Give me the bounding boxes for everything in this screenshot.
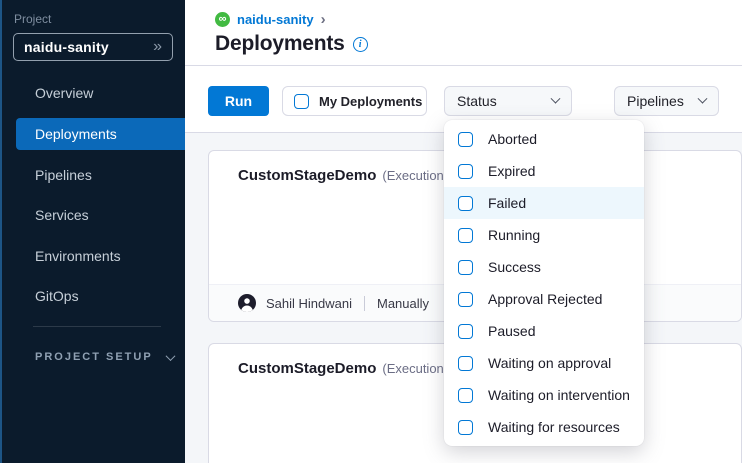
status-option-approval-rejected[interactable]: Approval Rejected: [444, 283, 644, 315]
sidebar-accent-bar: [0, 0, 2, 463]
trigger-type: Manually: [377, 295, 430, 311]
chevron-down-icon: [697, 93, 708, 104]
status-option-waiting-on-approval[interactable]: Waiting on approval: [444, 347, 644, 379]
divider: [364, 295, 365, 311]
status-dropdown-menu: Aborted Expired Failed Running Success A…: [444, 120, 644, 446]
status-option-label: Failed: [488, 195, 527, 211]
status-option-label: Paused: [488, 323, 536, 339]
sidebar-item-gitops[interactable]: GitOps: [35, 288, 79, 304]
sidebar: Project naidu-sanity » Overview Deployme…: [0, 0, 185, 463]
status-option-label: Waiting for resources: [488, 419, 620, 435]
breadcrumb: ∞ naidu-sanity ›: [215, 12, 326, 27]
title-row: Deployments i: [215, 32, 368, 56]
my-deployments-toggle[interactable]: My Deployments: [282, 86, 427, 116]
page-header: ∞ naidu-sanity › Deployments i: [185, 0, 742, 66]
expand-project-icon[interactable]: »: [153, 38, 162, 55]
breadcrumb-project-link[interactable]: naidu-sanity: [237, 12, 314, 27]
checkbox[interactable]: [458, 195, 473, 211]
status-option-label: Waiting on approval: [488, 355, 612, 371]
user-avatar: [238, 294, 256, 312]
checkbox[interactable]: [458, 387, 473, 403]
checkbox[interactable]: [458, 259, 473, 275]
status-option-label: Success: [488, 259, 541, 275]
status-option-label: Expired: [488, 163, 536, 179]
sidebar-item-overview[interactable]: Overview: [35, 85, 94, 101]
checkbox[interactable]: [458, 227, 473, 243]
triggered-by-user: Sahil Hindwani: [266, 295, 352, 311]
status-option-running[interactable]: Running: [444, 219, 644, 251]
status-option-success[interactable]: Success: [444, 251, 644, 283]
status-option-label: Aborted: [488, 131, 538, 147]
checkbox[interactable]: [458, 131, 473, 147]
project-selector[interactable]: naidu-sanity »: [13, 33, 173, 61]
breadcrumb-chevron-icon: ›: [320, 11, 326, 28]
pipeline-name: CustomStageDemo: [238, 167, 377, 184]
status-filter-dropdown[interactable]: Status: [444, 86, 572, 116]
sidebar-item-environments[interactable]: Environments: [35, 248, 121, 264]
info-icon[interactable]: i: [352, 36, 368, 52]
pipelines-filter-label: Pipelines: [627, 93, 684, 109]
my-deployments-label: My Deployments: [319, 93, 423, 109]
sidebar-item-pipelines[interactable]: Pipelines: [35, 167, 92, 183]
sidebar-item-deployments[interactable]: Deployments: [16, 118, 185, 150]
pipeline-name: CustomStageDemo: [238, 360, 377, 377]
project-label: Project: [14, 12, 52, 26]
status-option-expired[interactable]: Expired: [444, 155, 644, 187]
checkbox[interactable]: [458, 419, 473, 435]
my-deployments-checkbox[interactable]: [294, 93, 309, 109]
deployment-title-row: CustomStageDemo (Execution Id: [238, 360, 458, 378]
cd-module-icon: ∞: [215, 12, 230, 27]
page-title: Deployments: [215, 32, 345, 55]
sidebar-divider: [33, 326, 161, 327]
checkbox[interactable]: [458, 323, 473, 339]
checkbox[interactable]: [458, 163, 473, 179]
status-option-label: Running: [488, 227, 541, 243]
execution-id-text: (Execution Id: [382, 168, 459, 183]
deployment-title-row: CustomStageDemo (Execution Id: [238, 167, 458, 185]
status-option-aborted[interactable]: Aborted: [444, 123, 644, 155]
execution-id-text: (Execution Id: [382, 361, 459, 376]
project-setup-toggle[interactable]: PROJECT SETUP: [35, 350, 176, 363]
project-setup-label: PROJECT SETUP: [35, 351, 153, 363]
chevron-down-icon: [550, 93, 561, 104]
status-option-waiting-for-resources[interactable]: Waiting for resources: [444, 411, 644, 443]
project-name: naidu-sanity: [24, 39, 109, 55]
pipelines-filter-dropdown[interactable]: Pipelines: [614, 86, 719, 116]
checkbox[interactable]: [458, 355, 473, 371]
run-button[interactable]: Run: [208, 86, 269, 116]
toolbar: Run My Deployments Status Pipelines: [185, 66, 742, 133]
status-option-paused[interactable]: Paused: [444, 315, 644, 347]
status-option-label: Approval Rejected: [488, 291, 603, 307]
status-option-label: Waiting on intervention: [488, 387, 630, 403]
status-filter-label: Status: [457, 93, 497, 109]
status-option-failed[interactable]: Failed: [444, 187, 644, 219]
status-option-waiting-on-intervention[interactable]: Waiting on intervention: [444, 379, 644, 411]
chevron-down-icon: [165, 350, 176, 361]
sidebar-item-services[interactable]: Services: [35, 207, 89, 223]
checkbox[interactable]: [458, 291, 473, 307]
